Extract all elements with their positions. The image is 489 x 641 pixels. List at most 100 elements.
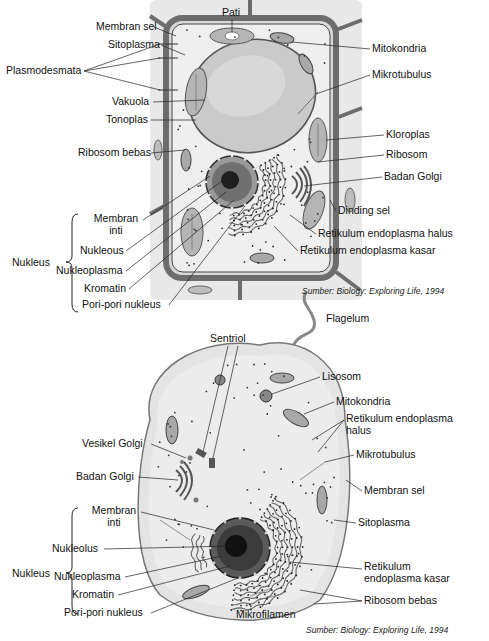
ribosome-dot	[284, 259, 286, 261]
ribosome-dot	[277, 584, 279, 586]
ribosome-dot	[187, 209, 189, 211]
ribosome-dot	[274, 593, 276, 595]
ribosome-dot	[240, 590, 242, 592]
ribosome-dot	[313, 484, 315, 486]
part-label: Retikulum endoplasma kasar	[300, 244, 435, 256]
ribosome-dot	[267, 167, 269, 169]
ribosome-dot	[281, 515, 283, 517]
ribosome-dot	[269, 525, 271, 527]
golgi-vesicle	[194, 498, 199, 503]
ribosome-dot	[261, 516, 263, 518]
ribosome-dot	[269, 602, 271, 604]
ribosome-dot	[280, 179, 282, 181]
ribosome-dot	[253, 219, 255, 221]
ribosome-dot	[264, 512, 266, 514]
ribosome-dot	[264, 210, 266, 212]
ribosome-dot	[286, 580, 288, 582]
ribosome-dot	[284, 532, 286, 534]
ribosome-dot	[259, 249, 261, 251]
ribosome-dot	[256, 204, 258, 206]
ribosome-dot	[305, 492, 307, 494]
ribosome-dot	[259, 199, 261, 201]
ribosome-dot	[177, 129, 179, 131]
ribosome-dot	[264, 174, 266, 176]
part-label: Kloroplas	[386, 128, 430, 140]
ribosome-dot	[253, 587, 255, 589]
nuclear-pore	[244, 158, 247, 161]
ribosome-dot	[307, 161, 309, 163]
part-label: Kromatin	[72, 588, 114, 600]
ribosome-dot	[282, 546, 284, 548]
ribosome-dot	[186, 29, 188, 31]
nuclear-pore	[209, 547, 212, 550]
ribosome-dot	[294, 564, 296, 566]
ribosome-dot	[233, 397, 235, 399]
ribosome-dot	[239, 219, 241, 221]
ribosome-dot	[276, 509, 278, 511]
ribosome-dot	[326, 497, 328, 499]
ribosome-dot	[250, 605, 252, 607]
ribosome-dot	[283, 195, 285, 197]
ribosome-dot	[277, 597, 279, 599]
part-label: Pori-pori nukleus	[64, 606, 143, 618]
ribosome-dot	[272, 513, 274, 515]
ribosome-dot	[281, 540, 283, 542]
part-label: Vesikel Golgi	[82, 437, 143, 449]
ribosome-dot	[263, 169, 265, 171]
ribosome-dot	[268, 205, 270, 207]
part-label: Ribosom	[386, 148, 427, 160]
part-label: Mikrotubulus	[356, 448, 416, 460]
cell-membrane	[172, 24, 330, 272]
ribosome-dot	[197, 185, 199, 187]
source-note: Sumber: Biology: Exploring Life, 1994	[302, 285, 444, 297]
ribosome-dot	[301, 556, 303, 558]
ribosome-dot	[249, 227, 251, 229]
ribosome-dot	[277, 164, 279, 166]
ribosome-dot	[188, 265, 190, 267]
ribosome-dot	[252, 207, 254, 209]
neighbour-chloroplast	[188, 286, 212, 294]
ribosome-dot	[284, 187, 286, 189]
ribosome-dot	[283, 502, 285, 504]
er-membrane	[196, 535, 202, 570]
cell-wall	[166, 18, 336, 278]
ribosome-dot	[278, 574, 280, 576]
ribosome-dot	[266, 413, 268, 415]
nuclear-pore	[231, 155, 234, 158]
ribosome-dot	[308, 402, 310, 404]
ribosome-dot	[290, 520, 292, 522]
ribosome-dot	[310, 141, 312, 143]
ribosome-dot	[265, 241, 267, 243]
ribosome-dot	[282, 568, 284, 570]
ribosome-dot	[277, 519, 279, 521]
ribosome-dot	[247, 594, 249, 596]
ribosome-dot	[272, 166, 274, 168]
ribosome-dot	[240, 605, 242, 607]
ribosome-dot	[264, 202, 266, 204]
ribosome-dot	[259, 215, 261, 217]
ribosome-dot	[240, 600, 242, 602]
ribosome-dot	[274, 172, 276, 174]
part-label: Badan Golgi	[76, 470, 134, 482]
ribosome-dot	[311, 569, 313, 571]
ribosome-dot	[269, 29, 271, 31]
ribosome-dot	[227, 365, 229, 367]
ribosome-dot	[183, 109, 185, 111]
ribosome-dot	[264, 363, 266, 365]
er-membrane	[201, 536, 207, 567]
golgi-body	[292, 166, 311, 206]
nuclear-pore	[253, 194, 256, 197]
ribosome-dot	[266, 573, 268, 575]
ribosome-dot	[240, 585, 242, 587]
ribosome-dot	[289, 509, 291, 511]
ribosome-dot	[265, 223, 267, 225]
ribosome-dot	[268, 191, 270, 193]
ribosome-dot	[258, 602, 260, 604]
ribosome-dot	[267, 210, 269, 212]
ribosome-dot	[247, 589, 249, 591]
ribosome-dot	[266, 197, 268, 199]
ribosome-dot	[255, 592, 257, 594]
ribosome-dot	[291, 554, 293, 556]
ribosome-dot	[310, 235, 312, 237]
